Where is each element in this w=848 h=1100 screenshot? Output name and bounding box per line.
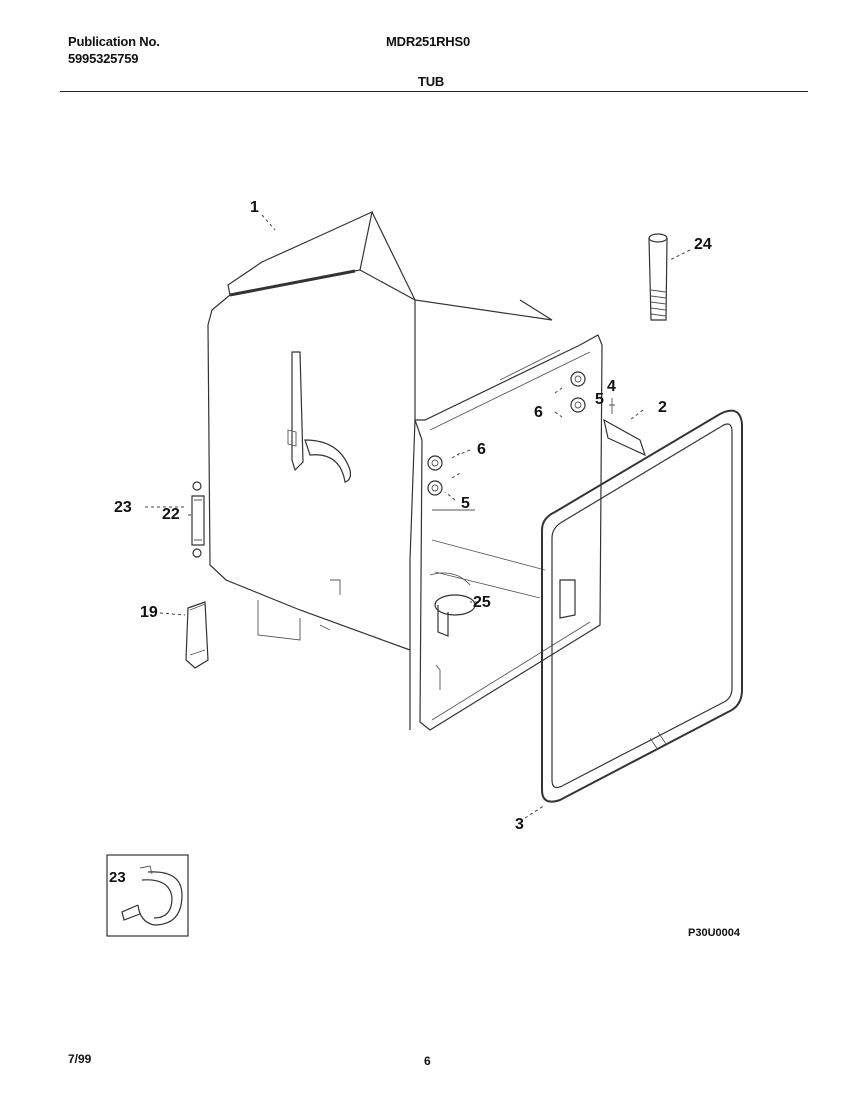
footer-page-number: 6 xyxy=(424,1054,431,1068)
callout-5-lower: 5 xyxy=(461,495,470,512)
leveling-leg-part-24 xyxy=(648,233,668,321)
footer-date: 7/99 xyxy=(68,1052,92,1066)
callout-6-upper: 6 xyxy=(534,404,543,421)
header-rule xyxy=(60,91,808,92)
leader-lines xyxy=(145,214,691,819)
callout-23: 23 xyxy=(114,499,132,516)
publication-label: Publication No. xyxy=(68,34,160,49)
float-assembly-part-25 xyxy=(429,572,476,637)
door-gasket-part-3 xyxy=(541,409,743,803)
bracket-part-22 xyxy=(191,481,205,558)
callout-inset-23: 23 xyxy=(109,869,126,886)
callout-6-lower: 6 xyxy=(477,441,486,458)
callout-4: 4 xyxy=(607,378,616,395)
tub-body xyxy=(207,210,647,731)
bracket-part-19 xyxy=(185,601,209,669)
inset-box-part-23 xyxy=(106,854,189,937)
callout-25: 25 xyxy=(473,594,491,611)
diagram-code: P30U0004 xyxy=(688,927,740,939)
callout-22: 22 xyxy=(162,506,180,523)
tub-fittings-lower xyxy=(427,451,463,496)
section-title: TUB xyxy=(418,74,445,89)
callout-3: 3 xyxy=(515,816,524,833)
callout-1: 1 xyxy=(250,199,259,216)
callout-24: 24 xyxy=(694,236,712,253)
publication-number: 5995325759 xyxy=(68,51,139,66)
tub-fittings-upper xyxy=(554,371,615,418)
callout-19: 19 xyxy=(140,604,158,621)
callout-5-upper: 5 xyxy=(595,391,604,408)
model-number: MDR251RHS0 xyxy=(386,34,470,49)
callout-2: 2 xyxy=(658,399,667,416)
